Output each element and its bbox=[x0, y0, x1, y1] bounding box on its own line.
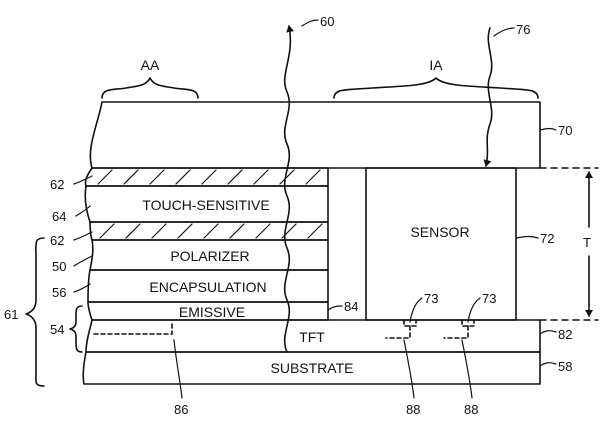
transistor-86 bbox=[93, 323, 173, 335]
label-substrate: SUBSTRATE bbox=[271, 360, 354, 376]
ref-84: 84 bbox=[344, 299, 358, 314]
ref-82: 82 bbox=[558, 327, 572, 342]
brace-61 bbox=[25, 237, 45, 387]
label-emissive: EMISSIVE bbox=[179, 304, 245, 320]
ref-86: 86 bbox=[174, 402, 188, 417]
adhesive-layer-62-bottom bbox=[89, 221, 329, 241]
ref-60: 60 bbox=[320, 14, 334, 29]
ref-88-left: 88 bbox=[406, 402, 420, 417]
leader-lines bbox=[73, 19, 557, 399]
label-aa: AA bbox=[141, 57, 160, 73]
brace-aa bbox=[101, 77, 199, 99]
ref-72: 72 bbox=[540, 231, 554, 246]
ref-62-top: 62 bbox=[50, 177, 64, 192]
ref-62-bottom: 62 bbox=[50, 233, 64, 248]
ref-56: 56 bbox=[52, 285, 66, 300]
label-ia: IA bbox=[429, 57, 443, 73]
ref-70: 70 bbox=[558, 123, 572, 138]
ref-54: 54 bbox=[50, 322, 64, 337]
transistor-88-right bbox=[443, 319, 475, 339]
brace-54 bbox=[69, 305, 83, 353]
label-polarizer: POLARIZER bbox=[170, 248, 249, 264]
ref-73-left: 73 bbox=[424, 291, 438, 306]
transistor-88-left bbox=[385, 319, 417, 339]
light-ray-60 bbox=[283, 25, 295, 353]
cover-layer-70 bbox=[89, 101, 541, 169]
ref-88-right: 88 bbox=[464, 402, 478, 417]
label-tft: TFT bbox=[299, 329, 325, 345]
hatch-62-top bbox=[97, 169, 321, 185]
ref-73-right: 73 bbox=[482, 291, 496, 306]
ref-76: 76 bbox=[516, 22, 530, 37]
ref-58: 58 bbox=[558, 359, 572, 374]
light-ray-76 bbox=[483, 27, 493, 167]
label-encapsulation: ENCAPSULATION bbox=[149, 279, 266, 295]
label-touch-sensitive: TOUCH-SENSITIVE bbox=[142, 197, 269, 213]
ref-64: 64 bbox=[52, 209, 66, 224]
brace-ia bbox=[333, 77, 539, 99]
substrate-layer-58 bbox=[82, 351, 541, 385]
ref-61: 61 bbox=[4, 307, 18, 322]
ref-t: T bbox=[583, 235, 591, 250]
adhesive-layer-62-top bbox=[84, 167, 329, 187]
ref-50: 50 bbox=[52, 259, 66, 274]
label-sensor: SENSOR bbox=[410, 224, 469, 240]
hatch-62-bottom bbox=[99, 223, 323, 239]
